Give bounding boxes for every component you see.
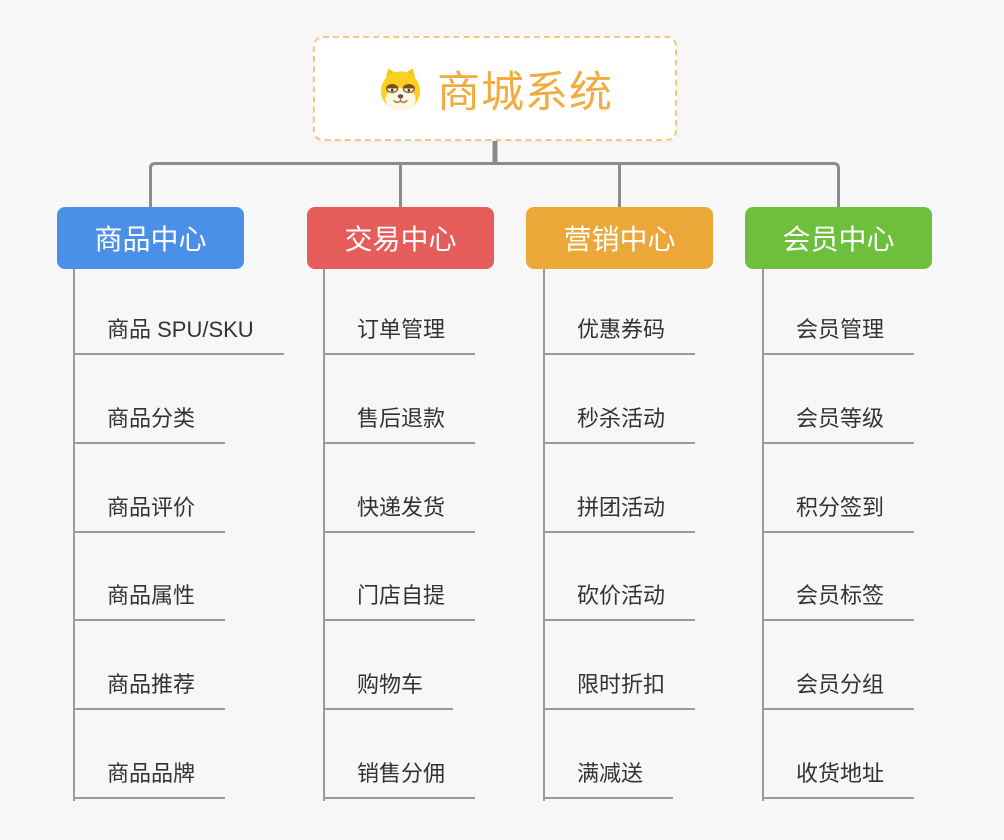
branch-header-member-center[interactable]: 会员中心 bbox=[745, 207, 932, 269]
branch-column-product-center: 商品 SPU/SKU 商品分类 商品评价 商品属性 商品推荐 商品品牌 bbox=[73, 269, 313, 809]
leaf-node[interactable]: 满减送 bbox=[543, 759, 674, 799]
leaf-node[interactable]: 快递发货 bbox=[323, 493, 476, 533]
leaf-node[interactable]: 商品 SPU/SKU bbox=[73, 315, 284, 355]
leaf-node[interactable]: 订单管理 bbox=[323, 315, 476, 355]
leaf-node[interactable]: 会员管理 bbox=[762, 315, 915, 355]
branch-bus-line bbox=[149, 162, 840, 208]
branch-vertical-line bbox=[73, 269, 75, 801]
leaf-node[interactable]: 商品品牌 bbox=[73, 759, 226, 799]
leaf-node[interactable]: 销售分佣 bbox=[323, 759, 476, 799]
branch-vertical-line bbox=[762, 269, 764, 801]
leaf-node[interactable]: 秒杀活动 bbox=[543, 404, 696, 444]
branch-header-label: 营销中心 bbox=[563, 224, 676, 255]
leaf-node[interactable]: 商品推荐 bbox=[73, 670, 226, 710]
branch-header-label: 会员中心 bbox=[782, 224, 895, 255]
leaf-node[interactable]: 商品属性 bbox=[73, 581, 226, 621]
leaf-node[interactable]: 拼团活动 bbox=[543, 493, 696, 533]
branch-column-marketing-center: 优惠券码 秒杀活动 拼团活动 砍价活动 限时折扣 满减送 bbox=[543, 269, 783, 809]
leaf-node[interactable]: 会员等级 bbox=[762, 404, 915, 444]
leaf-node[interactable]: 会员标签 bbox=[762, 581, 915, 621]
leaf-node[interactable]: 商品分类 bbox=[73, 404, 226, 444]
leaf-node[interactable]: 限时折扣 bbox=[543, 670, 696, 710]
leaf-node[interactable]: 收货地址 bbox=[762, 759, 915, 799]
leaf-node[interactable]: 积分签到 bbox=[762, 493, 915, 533]
branch-header-label: 交易中心 bbox=[344, 224, 457, 255]
leaf-node[interactable]: 购物车 bbox=[323, 670, 454, 710]
branch-header-trade-center[interactable]: 交易中心 bbox=[307, 207, 494, 269]
doge-icon bbox=[380, 67, 421, 111]
leaf-node[interactable]: 会员分组 bbox=[762, 670, 915, 710]
branch-header-marketing-center[interactable]: 营销中心 bbox=[526, 207, 713, 269]
root-node[interactable]: 商城系统 bbox=[313, 36, 677, 141]
branch-column-member-center: 会员管理 会员等级 积分签到 会员标签 会员分组 收货地址 bbox=[762, 269, 1002, 809]
root-title: 商城系统 bbox=[437, 68, 613, 117]
leaf-node[interactable]: 优惠券码 bbox=[543, 315, 696, 355]
leaf-node[interactable]: 门店自提 bbox=[323, 581, 476, 621]
branch-column-trade-center: 订单管理 售后退款 快递发货 门店自提 购物车 销售分佣 bbox=[323, 269, 563, 809]
branch-header-label: 商品中心 bbox=[94, 224, 207, 255]
branch-vertical-line bbox=[323, 269, 325, 801]
branch-header-product-center[interactable]: 商品中心 bbox=[57, 207, 244, 269]
branch-vertical-line bbox=[543, 269, 545, 801]
leaf-node[interactable]: 砍价活动 bbox=[543, 581, 696, 621]
leaf-node[interactable]: 售后退款 bbox=[323, 404, 476, 444]
leaf-node[interactable]: 商品评价 bbox=[73, 493, 226, 533]
